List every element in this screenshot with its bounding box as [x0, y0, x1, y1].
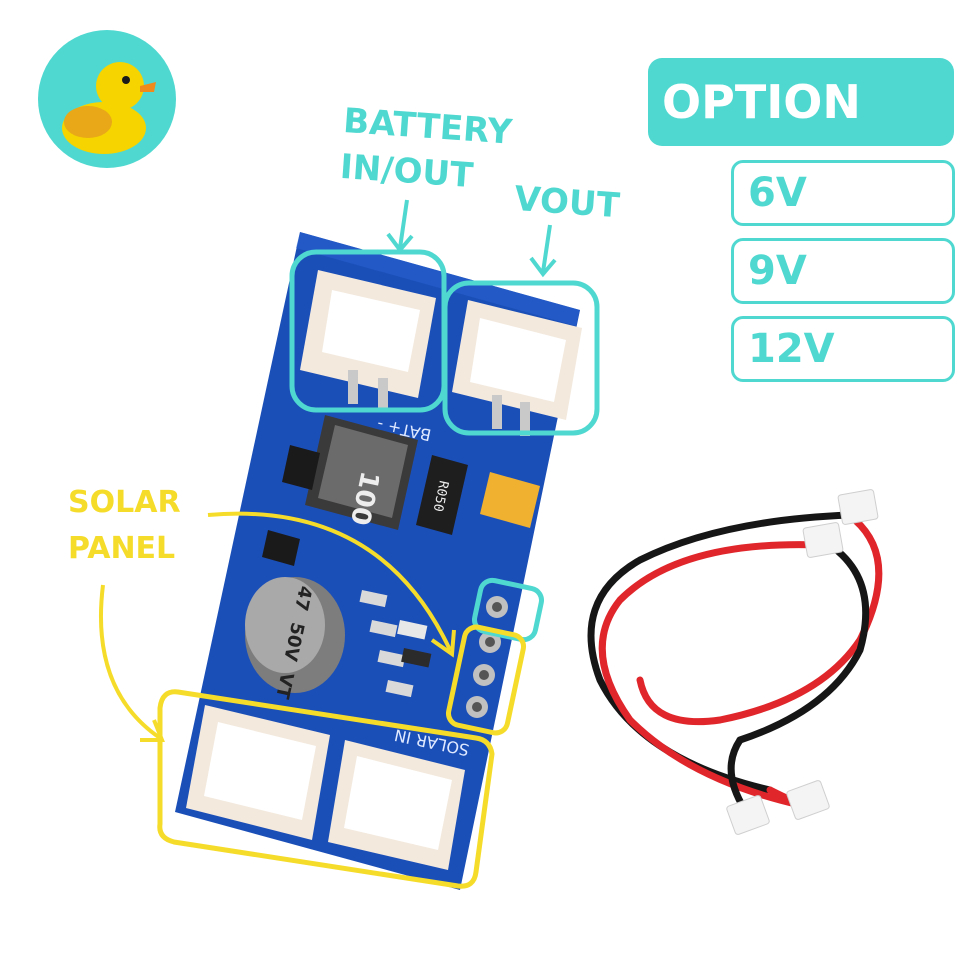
inductor: 100 [305, 415, 418, 530]
arrow-curved-icon [207, 511, 456, 658]
pin-pads [466, 596, 508, 718]
option-12v: 12V [731, 316, 955, 382]
label-solar-line1: SOLAR [68, 485, 181, 520]
transistor [262, 530, 300, 566]
label-solar-line2: PANEL [68, 531, 176, 566]
cap-value: 47 [290, 584, 316, 613]
tantalum-capacitor [480, 472, 540, 528]
highlight-solar-connectors [157, 689, 495, 889]
arrow-down-icon [386, 199, 414, 254]
battery-connector [300, 270, 436, 412]
solar-connector-right [328, 740, 465, 870]
highlight-vout [442, 280, 600, 436]
vout-connector [452, 300, 582, 436]
diode [282, 445, 320, 490]
option-title: OPTION [648, 58, 954, 146]
wire-cable [587, 511, 883, 814]
arrow-down-icon [529, 224, 557, 278]
wire-connector [726, 489, 879, 835]
highlight-vout-pin [472, 577, 544, 643]
option-6v: 6V [731, 160, 955, 226]
electrolytic-capacitor: 47 50V VT [245, 577, 345, 701]
highlight-solar-pins [445, 624, 527, 736]
arrow-curved-icon [98, 584, 165, 742]
solar-connector-left [186, 705, 330, 840]
resistor-label: R050 [430, 479, 451, 513]
resistor: R050 [416, 455, 468, 535]
duck-icon [62, 62, 156, 154]
label-solar: SOLAR PANEL [68, 480, 181, 572]
option-9v: 9V [731, 238, 955, 304]
logo-duck [38, 30, 176, 168]
